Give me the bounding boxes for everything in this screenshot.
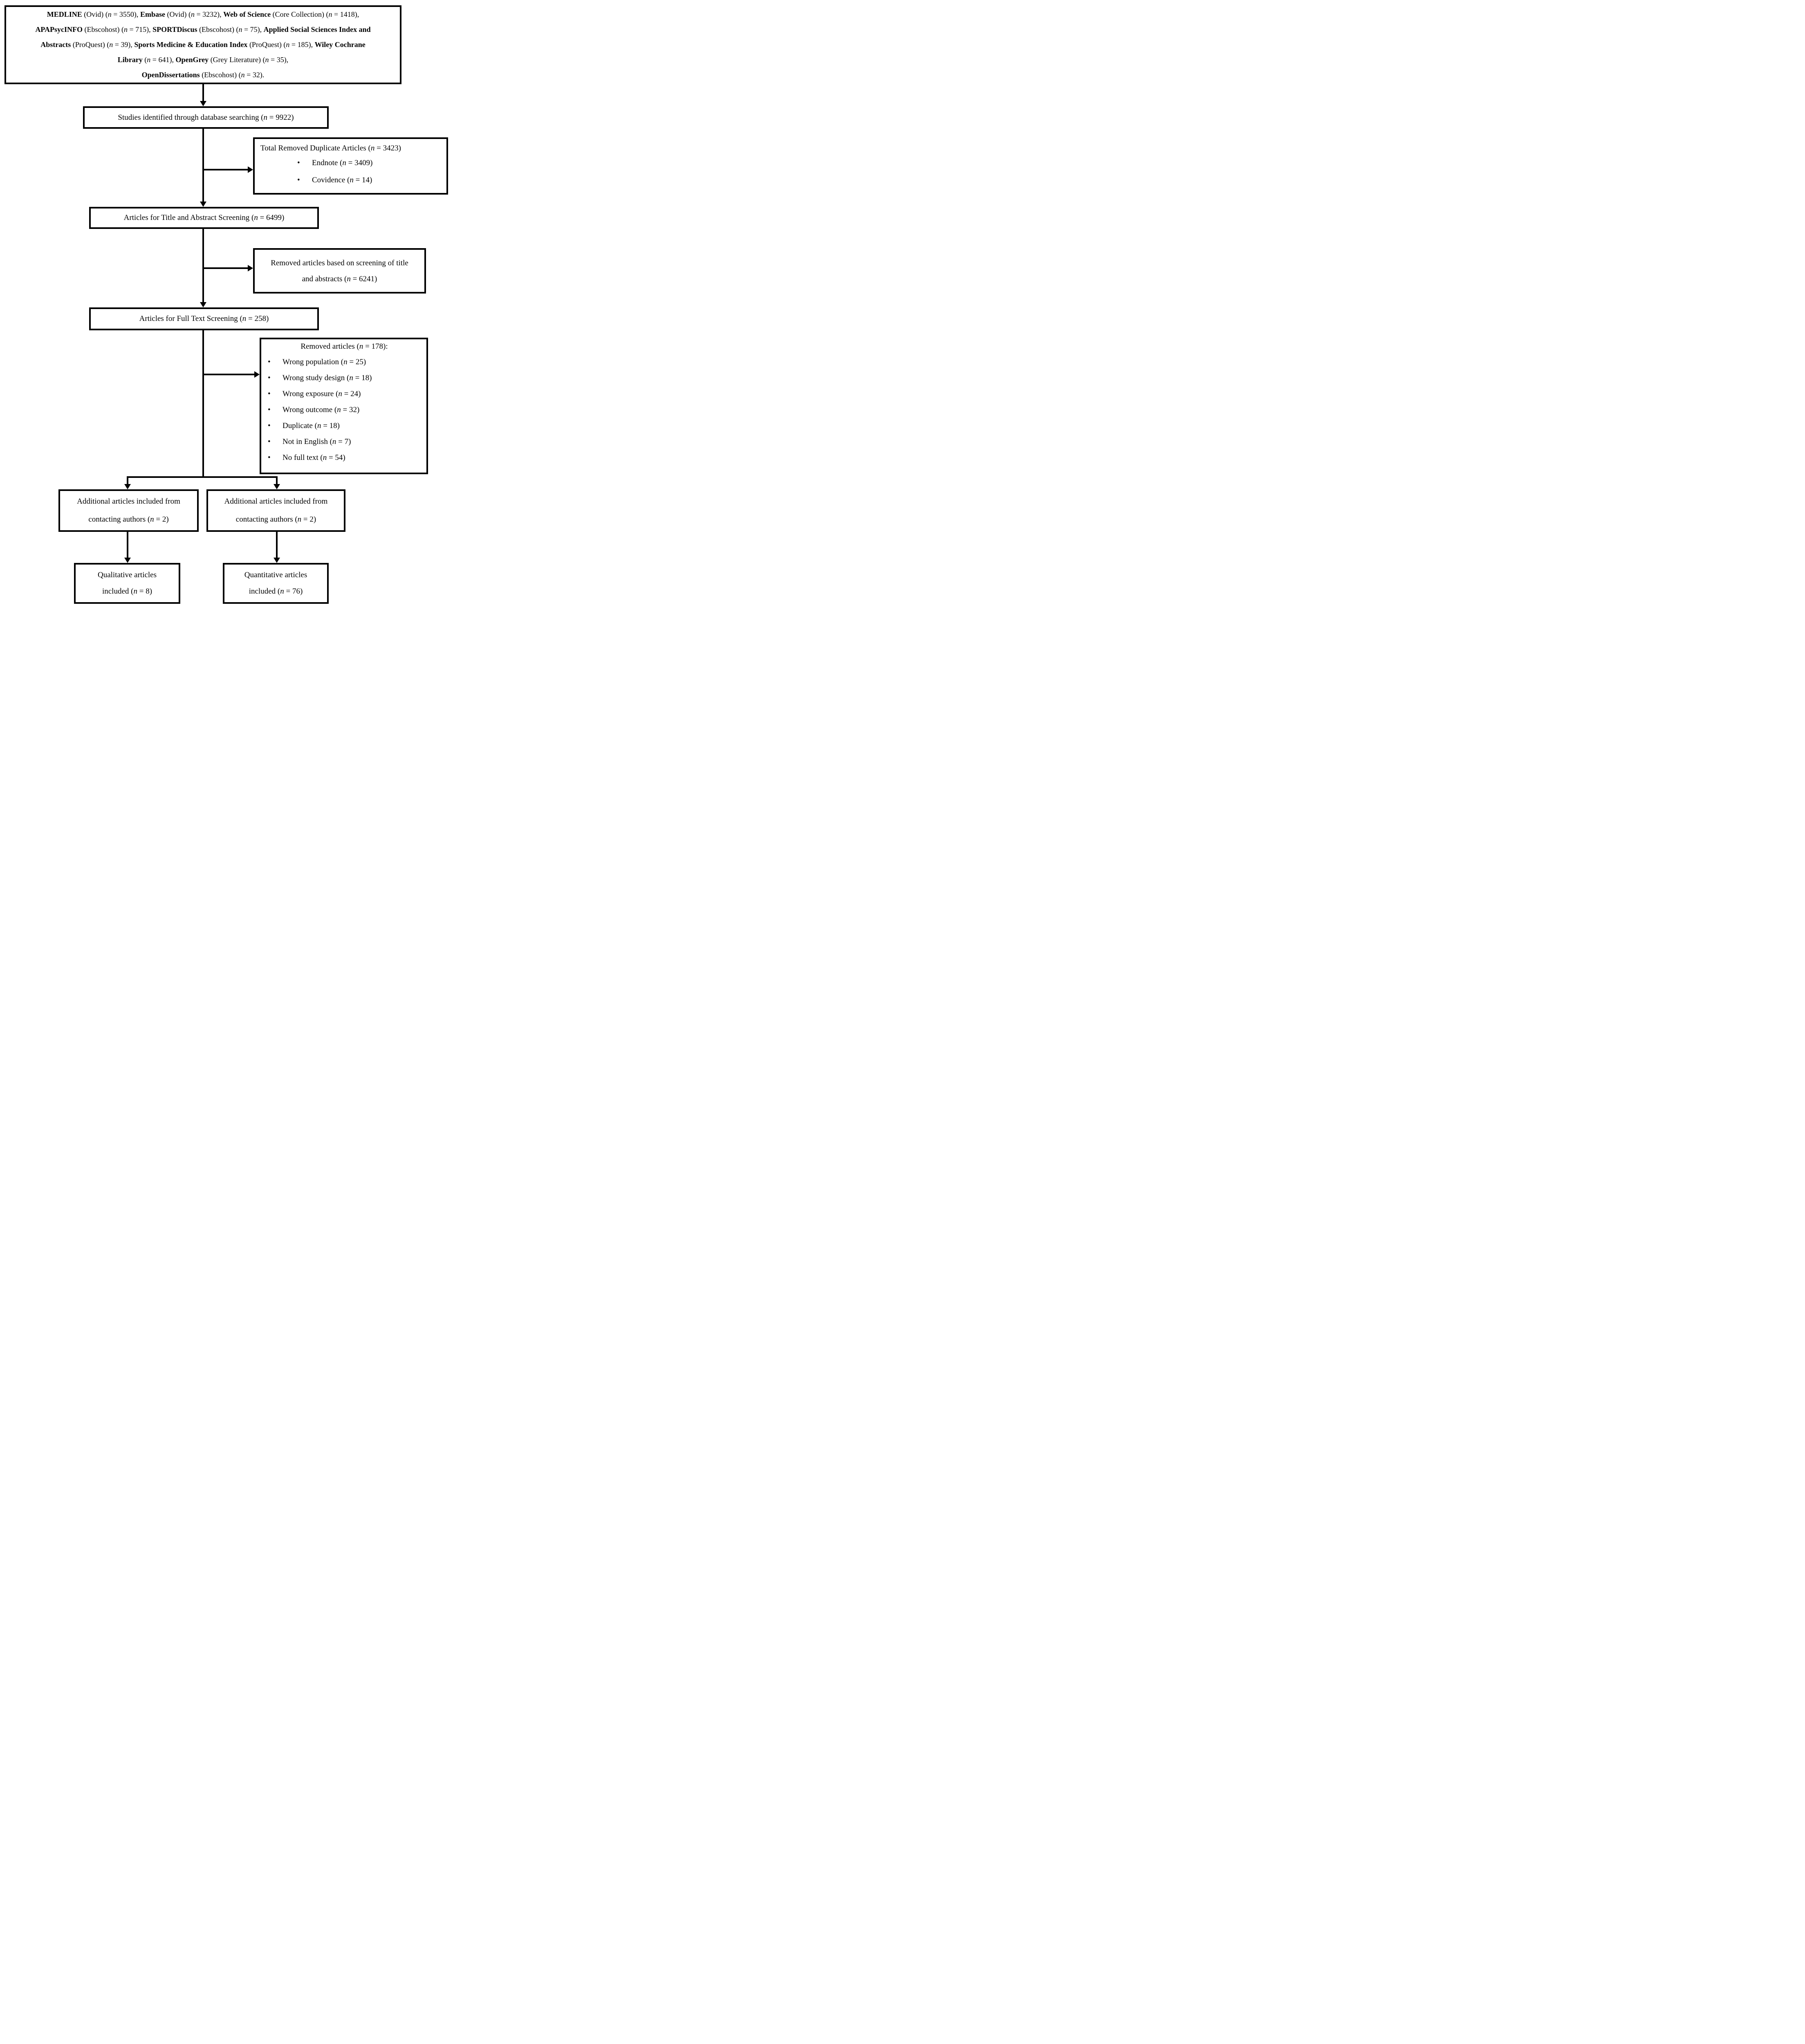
box-additional-articles-right: Additional articles included from contact…: [206, 489, 345, 532]
bullet-dot-icon: •: [297, 176, 300, 184]
text-line: Abstracts (ProQuest) (n = 39), Sports Me…: [40, 40, 365, 49]
bullet-item: • Wrong exposure (n = 24): [268, 386, 424, 402]
prisma-flow-diagram: MEDLINE (Ovid) (n = 3550), Embase (Ovid)…: [0, 0, 451, 610]
box-quantitative-included: Quantitative articles included (n = 76): [223, 563, 329, 604]
line: [202, 129, 204, 202]
bullet-item: • Wrong population (n = 25): [268, 354, 424, 370]
arrowhead-right-icon: [248, 166, 253, 173]
text-line: contacting authors (n = 2): [88, 515, 169, 524]
bullet-item: • Endnote (n = 3409): [297, 155, 442, 172]
bullet-text: Wrong outcome (n = 32): [283, 406, 360, 414]
box-removed-title-abstract: Removed articles based on screening of t…: [253, 248, 426, 294]
text-line: Additional articles included from: [224, 497, 328, 506]
box-additional-articles-left: Additional articles included from contact…: [58, 489, 199, 532]
bullet-dot-icon: •: [268, 421, 271, 430]
bullet-list: • Wrong population (n = 25) • Wrong study d…: [265, 354, 424, 466]
line: [202, 330, 204, 478]
bullet-text: Wrong population (n = 25): [283, 358, 366, 366]
bullet-text: Not in English (n = 7): [283, 437, 351, 446]
bullet-item: • No full text (n = 54): [268, 450, 424, 466]
box-qualitative-included: Qualitative articles included (n = 8): [74, 563, 180, 604]
line: [276, 476, 278, 484]
box-duplicates-removed: Total Removed Duplicate Articles (n = 34…: [253, 137, 448, 195]
line: [203, 267, 248, 269]
text-line: Studies identified through database sear…: [118, 113, 294, 122]
line: [202, 84, 204, 101]
bullet-item: • Covidence (n = 14): [297, 172, 442, 189]
bullet-text: Wrong study design (n = 18): [283, 374, 372, 382]
bullet-item: • Wrong study design (n = 18): [268, 370, 424, 386]
bullet-text: Duplicate (n = 18): [283, 421, 340, 430]
text-line: and abstracts (n = 6241): [302, 274, 377, 283]
bullet-dot-icon: •: [297, 159, 300, 167]
box-database-sources: MEDLINE (Ovid) (n = 3550), Embase (Ovid)…: [4, 5, 401, 84]
bullet-text: Covidence (n = 14): [312, 176, 372, 184]
text-line: APAPsycINFO (Ebscohost) (n = 715), SPORT…: [35, 25, 371, 34]
text-line: Removed articles based on screening of t…: [271, 258, 408, 267]
arrowhead-down-icon: [124, 558, 131, 563]
bullet-dot-icon: •: [268, 390, 271, 398]
bullet-text: No full text (n = 54): [283, 453, 345, 462]
line: [127, 476, 128, 484]
arrowhead-down-icon: [200, 302, 206, 307]
bullet-item: • Not in English (n = 7): [268, 434, 424, 450]
arrowhead-right-icon: [248, 265, 253, 271]
bullet-text: Wrong exposure (n = 24): [283, 390, 361, 398]
text-line: OpenDissertations (Ebscohost) (n = 32).: [141, 71, 265, 79]
text-line: included (n = 8): [102, 587, 152, 596]
bullet-dot-icon: •: [268, 437, 271, 446]
box-title: Removed articles (n = 178):: [300, 342, 388, 351]
text-line: Additional articles included from: [77, 497, 180, 506]
line: [203, 169, 248, 170]
arrowhead-down-icon: [124, 484, 131, 489]
box-full-text-screening: Articles for Full Text Screening (n = 25…: [89, 307, 319, 330]
line: [127, 532, 128, 558]
box-studies-identified: Studies identified through database sear…: [83, 106, 329, 129]
bullet-dot-icon: •: [268, 406, 271, 414]
arrowhead-right-icon: [254, 371, 260, 378]
line: [276, 532, 278, 558]
box-removed-full-text: Removed articles (n = 178): • Wrong popul…: [260, 338, 428, 474]
text-line: included (n = 76): [249, 587, 303, 596]
text-line: MEDLINE (Ovid) (n = 3550), Embase (Ovid)…: [47, 10, 359, 18]
text-line: Library (n = 641), OpenGrey (Grey Litera…: [117, 56, 289, 64]
arrowhead-down-icon: [274, 484, 280, 489]
text-line: Quantitative articles: [244, 571, 307, 579]
bullet-text: Endnote (n = 3409): [312, 159, 373, 167]
arrowhead-down-icon: [274, 558, 280, 563]
line: [202, 229, 204, 302]
bullet-item: • Wrong outcome (n = 32): [268, 402, 424, 418]
bullet-dot-icon: •: [268, 374, 271, 382]
text-line: Qualitative articles: [97, 571, 157, 579]
box-title: Total Removed Duplicate Articles (n = 34…: [260, 144, 401, 152]
text-line: contacting authors (n = 2): [235, 515, 316, 524]
bullet-list: • Endnote (n = 3409) • Covidence (n = 14): [260, 155, 442, 189]
box-title-abstract-screening: Articles for Title and Abstract Screenin…: [89, 207, 319, 229]
bullet-item: • Duplicate (n = 18): [268, 418, 424, 434]
bullet-dot-icon: •: [268, 453, 271, 462]
line: [127, 476, 278, 478]
text-line: Articles for Title and Abstract Screenin…: [123, 213, 285, 222]
bullet-dot-icon: •: [268, 358, 271, 366]
text-line: Articles for Full Text Screening (n = 25…: [139, 314, 269, 323]
arrowhead-down-icon: [200, 202, 206, 207]
line: [203, 374, 254, 375]
arrowhead-down-icon: [200, 101, 206, 106]
